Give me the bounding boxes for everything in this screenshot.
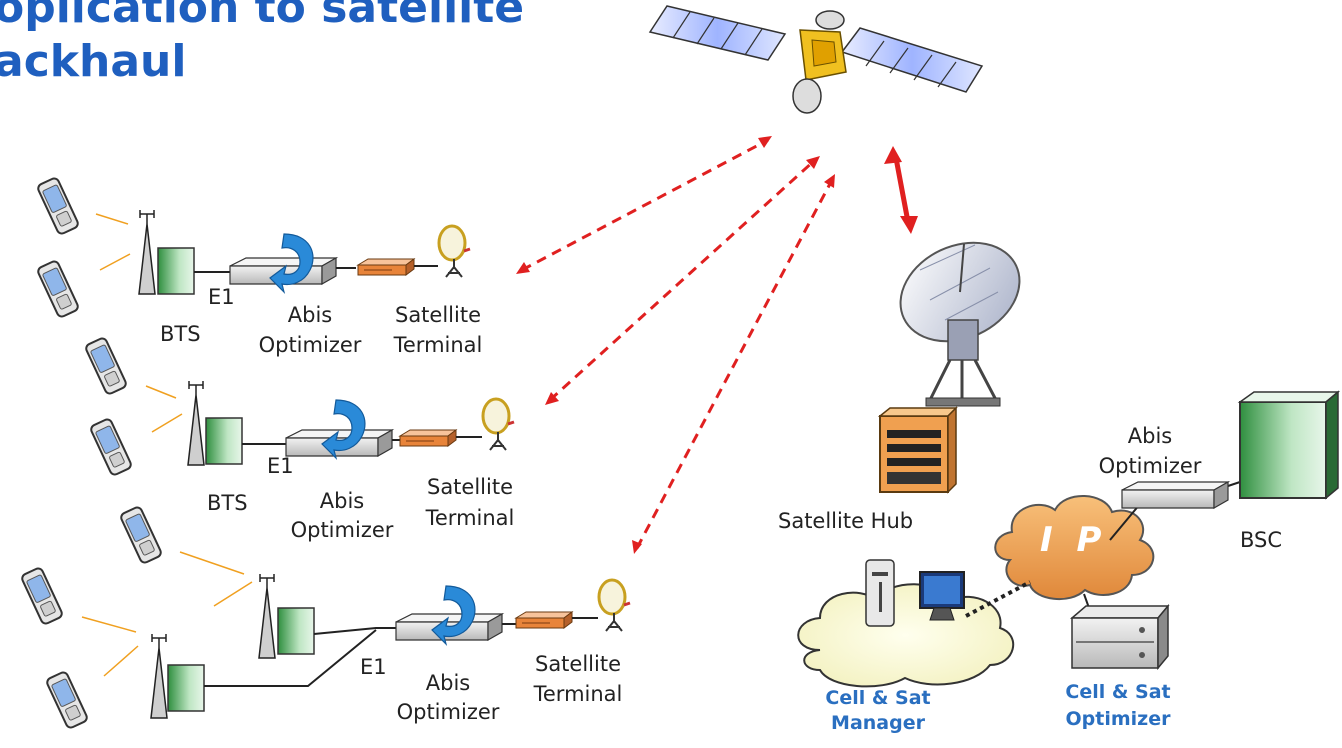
phone-icon [35, 175, 81, 237]
bts-tower-icon [258, 573, 276, 659]
hub-antenna-icon [899, 241, 1021, 407]
link-site-3 [635, 179, 834, 549]
cell-sat-optimizer-label-2: Optimizer [1065, 708, 1171, 730]
optimizer-label: Optimizer [396, 700, 500, 724]
site-2 [83, 335, 516, 478]
vsat-dish-icon [481, 397, 516, 452]
slide-title-line-2: ackhaul [0, 36, 187, 87]
monitor-icon [919, 571, 965, 621]
bts-cabinet-icon [157, 247, 195, 295]
link-arrowheads [516, 136, 835, 554]
slide-title-line-1: oplication to satellite [0, 0, 525, 33]
ip-cloud-icon [994, 495, 1155, 601]
e1-label: E1 [360, 655, 387, 679]
vsat-dish-icon [437, 224, 472, 279]
e1-label: E1 [267, 454, 294, 478]
site-3 [19, 504, 632, 731]
site-1 [35, 175, 472, 320]
phone-icon [88, 416, 134, 478]
optimizer-label: Optimizer [290, 518, 394, 542]
phone-icon [19, 565, 65, 627]
satellite-terminal-icon [399, 429, 457, 447]
satellite-label: Satellite [534, 652, 621, 676]
bts-label: BTS [207, 491, 248, 515]
core-abis-label: Abis [1127, 424, 1173, 448]
bsc-label: BSC [1240, 528, 1283, 552]
manager-cloud-icon [797, 583, 1015, 688]
cell-sat-manager-label-1: Cell & Sat [825, 687, 931, 709]
abis-label: Abis [425, 671, 471, 695]
satellite-label: Satellite [426, 475, 513, 499]
phone-icon [44, 669, 90, 731]
bts-cabinet-icon [167, 664, 205, 712]
server-pc-icon [865, 559, 895, 627]
bts-cabinet-icon [277, 607, 315, 655]
bts-cabinet-icon [205, 417, 243, 465]
satellite-icon [648, 5, 984, 114]
bts-label: BTS [160, 322, 201, 346]
abis-label: Abis [319, 489, 365, 513]
bts-tower-icon [138, 209, 156, 295]
cell-sat-manager-label-2: Manager [831, 712, 925, 734]
phone-icon [83, 335, 129, 397]
satellite-hub-icon [877, 406, 958, 494]
phone-icon [118, 504, 164, 566]
vsat-dish-icon [597, 578, 632, 633]
core-optimizer-label: Optimizer [1098, 454, 1202, 478]
e1-label: E1 [208, 285, 235, 309]
bsc-cabinet-icon [1237, 390, 1341, 500]
abis-label: Abis [287, 303, 333, 327]
bts-tower-icon [150, 633, 168, 719]
optimizer-label: Optimizer [258, 333, 362, 357]
satellite-hub-label: Satellite Hub [778, 509, 914, 533]
link-site-2 [548, 158, 817, 402]
core-abis-optimizer-icon [1121, 481, 1229, 509]
terminal-label: Terminal [425, 506, 515, 530]
satellite-label: Satellite [394, 303, 481, 327]
link-site-1 [521, 138, 769, 272]
cell-sat-optimizer-icon [1069, 603, 1170, 671]
terminal-label: Terminal [533, 682, 623, 706]
bts-tower-icon [187, 380, 205, 466]
phone-icon [35, 258, 81, 320]
hub-link [884, 146, 918, 234]
satellite-terminal-icon [357, 258, 415, 276]
ip-cloud-label: I P [1040, 520, 1108, 560]
terminal-label: Terminal [393, 333, 483, 357]
satellite-links [521, 138, 834, 549]
satellite-terminal-icon [515, 611, 573, 629]
cell-sat-optimizer-label-1: Cell & Sat [1065, 681, 1171, 703]
